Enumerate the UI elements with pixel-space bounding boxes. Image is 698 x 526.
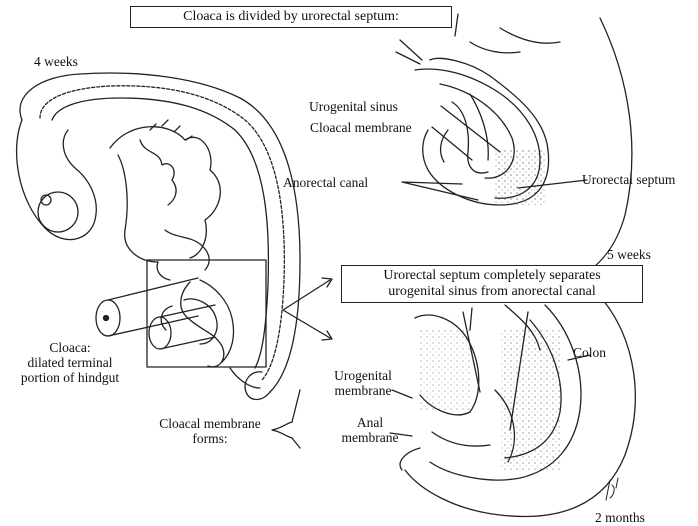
title-text: Cloaca is divided by urorectal septum: (183, 9, 399, 24)
label-colon: Colon (573, 345, 606, 360)
anal-membrane-line1: Anal (330, 415, 410, 430)
label-urorectal-septum: Urorectal septum (582, 172, 675, 187)
cloacal-membrane-forms-line2: forms: (150, 431, 270, 446)
label-anorectal-canal: Anorectal canal (283, 175, 368, 190)
septum-complete-box: Urorectal septum completely separates ur… (341, 265, 643, 303)
cloacal-membrane-forms-line1: Cloacal membrane (150, 416, 270, 431)
label-cloacal-membrane: Cloacal membrane (310, 120, 412, 135)
zoom-box (147, 260, 266, 367)
cloaca-line1: Cloaca: (2, 340, 138, 355)
section-5wk (396, 14, 632, 290)
label-4-weeks: 4 weeks (34, 54, 78, 69)
title-box: Cloaca is divided by urorectal septum: (130, 6, 452, 28)
label-2-months: 2 months (595, 510, 645, 525)
zoom-arrows (283, 280, 330, 338)
cloaca-line3: portion of hindgut (2, 370, 138, 385)
label-urogenital-membrane: Urogenital membrane (318, 368, 408, 398)
section-2mo (272, 300, 635, 517)
label-anal-membrane: Anal membrane (330, 415, 410, 445)
label-cloacal-membrane-forms: Cloacal membrane forms: (150, 416, 270, 446)
septum-box-line2: urogenital sinus from anorectal canal (347, 284, 637, 300)
label-5-weeks: 5 weeks (607, 247, 651, 262)
urogenital-membrane-line2: membrane (318, 383, 408, 398)
cloaca-line2: dilated terminal (2, 355, 138, 370)
septum-box-line1: Urorectal septum completely separates (347, 268, 637, 284)
label-urogenital-sinus: Urogenital sinus (309, 99, 398, 114)
urogenital-membrane-line1: Urogenital (318, 368, 408, 383)
label-cloaca: Cloaca: dilated terminal portion of hind… (2, 340, 138, 385)
anal-membrane-line2: membrane (330, 430, 410, 445)
